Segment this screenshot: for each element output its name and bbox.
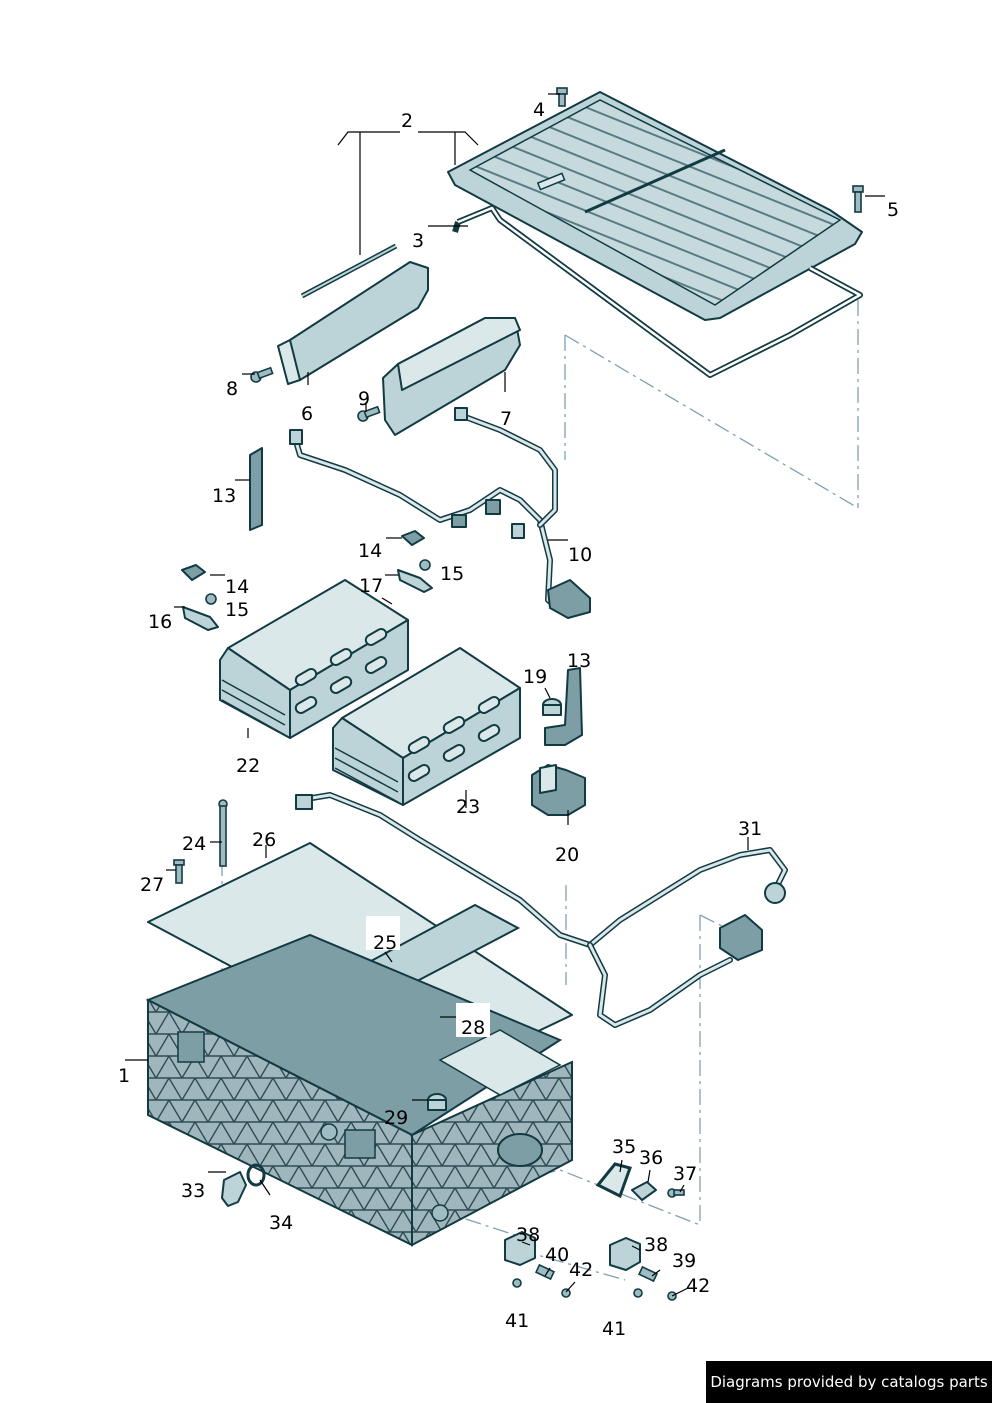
callout-27: 27	[140, 874, 164, 896]
label-25-background	[366, 916, 400, 950]
flange-36	[631, 1181, 657, 1201]
callout-34: 34	[269, 1212, 293, 1234]
callout-41-left: 41	[505, 1310, 529, 1332]
footer-credit-badge: Diagrams provided by catalogs parts	[706, 1361, 992, 1403]
callout-31: 31	[738, 818, 762, 840]
battery-top-cover	[447, 91, 863, 321]
callout-42-right: 42	[686, 1275, 710, 1297]
screw-42-left	[561, 1288, 571, 1298]
leader-lines	[125, 93, 885, 1297]
callout-41-right: 41	[602, 1318, 626, 1340]
clip-14-b	[181, 564, 206, 581]
callout-2: 2	[401, 110, 413, 132]
callout-33: 33	[181, 1180, 205, 1202]
callout-29: 29	[384, 1107, 408, 1129]
screw-41-right	[633, 1288, 643, 1298]
screw-37	[667, 1188, 685, 1198]
plug-29	[427, 1093, 447, 1111]
callout-7: 7	[500, 408, 512, 430]
cover-gasket	[452, 205, 863, 378]
screw-27	[173, 859, 185, 884]
callout-labels: 1 2 3 4 5 6 7 8 9 10 13 13 14 14 15 15 1…	[118, 99, 899, 1340]
callout-19: 19	[523, 666, 547, 688]
label-28-background	[456, 1003, 490, 1037]
bracket-16	[182, 606, 219, 631]
callout-15-a: 15	[440, 563, 464, 585]
screw-4	[556, 87, 568, 107]
coupling-38-right	[609, 1237, 641, 1271]
callout-14-a: 14	[358, 540, 382, 562]
callout-15-b: 15	[225, 599, 249, 621]
nut-15-a	[419, 559, 431, 571]
gasket-35	[595, 1162, 632, 1199]
screw-9	[357, 405, 381, 422]
callout-8: 8	[226, 378, 238, 400]
bracket-17	[397, 569, 433, 593]
nut-15-b	[205, 593, 217, 605]
callout-25: 25	[373, 932, 397, 954]
callout-20: 20	[555, 844, 579, 866]
screw-5	[852, 185, 864, 213]
callout-28: 28	[461, 1017, 485, 1039]
callout-22: 22	[236, 755, 260, 777]
callout-37: 37	[673, 1163, 697, 1185]
callout-24: 24	[182, 833, 206, 855]
callout-3: 3	[412, 230, 424, 252]
callout-38-left: 38	[516, 1224, 540, 1246]
screw-41-left	[512, 1278, 522, 1288]
callout-17: 17	[359, 575, 383, 597]
screw-8	[250, 366, 274, 383]
callout-26: 26	[252, 829, 276, 851]
wiring-harness-10	[289, 407, 591, 619]
bracket-13-upper	[249, 447, 263, 531]
coupling-38-left	[504, 1231, 536, 1266]
valve-39	[637, 1265, 659, 1283]
connector-housing-20	[531, 764, 586, 816]
side-plate-6	[277, 261, 429, 385]
callout-38-right: 38	[644, 1234, 668, 1256]
o-ring-34	[246, 1163, 266, 1187]
battery-module-23	[332, 647, 521, 806]
callout-23: 23	[456, 796, 480, 818]
callout-42-left: 42	[569, 1259, 593, 1281]
callout-5: 5	[887, 199, 899, 221]
callout-39: 39	[672, 1250, 696, 1272]
callout-9: 9	[358, 388, 370, 410]
clip-14-a	[401, 530, 425, 546]
callout-6: 6	[301, 403, 313, 425]
callout-40: 40	[545, 1244, 569, 1266]
valve-40	[534, 1263, 556, 1281]
battery-module-22	[219, 579, 409, 739]
callout-13-upper: 13	[212, 485, 236, 507]
callout-10: 10	[568, 544, 592, 566]
callout-13-lower: 13	[567, 650, 591, 672]
battery-housing-1	[145, 933, 573, 1247]
wiring-harness-31	[295, 792, 788, 1028]
callout-16: 16	[148, 611, 172, 633]
long-bolt-24	[218, 799, 228, 867]
bracket-13-lower	[544, 667, 583, 746]
callout-1: 1	[118, 1065, 130, 1087]
side-plate-7	[382, 317, 521, 436]
grommet-19	[542, 698, 562, 716]
elbow-fitting-33	[221, 1171, 247, 1207]
callout-35: 35	[612, 1136, 636, 1158]
callout-36: 36	[639, 1147, 663, 1169]
callout-14-b: 14	[225, 576, 249, 598]
callout-4: 4	[533, 99, 545, 121]
